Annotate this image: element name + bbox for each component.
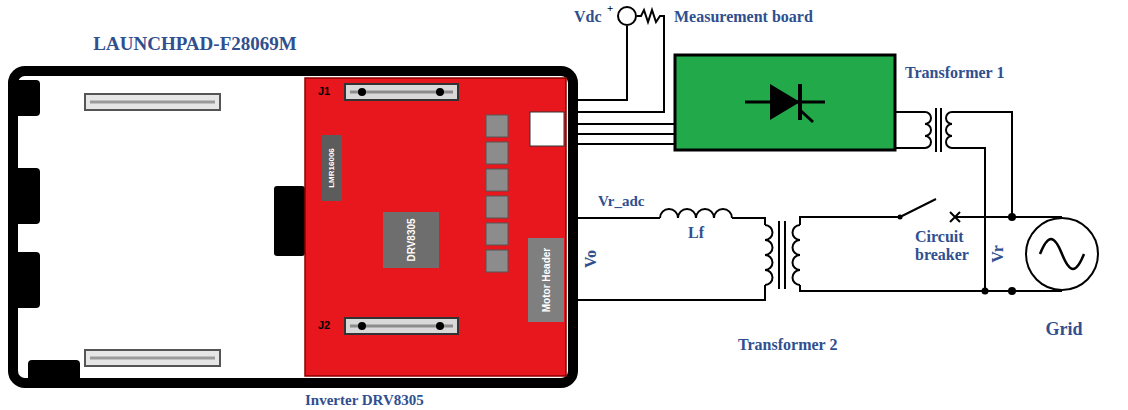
part-label: Transformer 2 bbox=[738, 336, 837, 354]
inverter-board-shape bbox=[436, 88, 444, 96]
board-title: Inverter DRV8305 bbox=[305, 392, 424, 409]
inverter-board-shape bbox=[358, 88, 366, 96]
signal-label: Vr bbox=[989, 245, 1007, 262]
junction-dot bbox=[1008, 287, 1016, 295]
connector-label: J2 bbox=[318, 319, 330, 331]
junction-dot bbox=[898, 213, 1017, 295]
chip-label: LMR16006 bbox=[328, 148, 337, 188]
pin-header: J2 bbox=[345, 318, 458, 334]
signal-label: Vr_adc bbox=[598, 193, 644, 210]
wire bbox=[578, 217, 660, 219]
transformer-symbol bbox=[925, 112, 931, 148]
signal-label: Vo bbox=[582, 250, 600, 268]
breaker-symbol bbox=[950, 212, 960, 222]
motor-header: Motor Header bbox=[528, 238, 564, 322]
node-label: Grid bbox=[1032, 320, 1096, 340]
launchpad-board: LAUNCHPAD-F28069MInverter DRV8305J1LMR16… bbox=[8, 66, 578, 388]
inverter-board-shape bbox=[486, 223, 508, 245]
board-title: LAUNCHPAD-F28069M bbox=[20, 34, 370, 55]
transformer-symbol bbox=[940, 108, 942, 152]
launchpad-board-outline bbox=[274, 186, 305, 256]
sine-symbol bbox=[1040, 239, 1084, 269]
rectifier-box bbox=[800, 110, 813, 122]
wire bbox=[578, 10, 1062, 300]
transformer-symbol bbox=[778, 221, 780, 289]
pin-header-strip bbox=[85, 94, 220, 110]
inverter-board-shape bbox=[345, 84, 458, 100]
junction-dot bbox=[982, 288, 989, 295]
inverter-board-shape bbox=[486, 196, 508, 218]
inverter-board-shape bbox=[486, 250, 508, 272]
rectifier-box bbox=[770, 84, 800, 120]
inductor-symbol bbox=[660, 209, 732, 218]
inverter-board-shape bbox=[486, 115, 508, 137]
launchpad-board-outline bbox=[28, 360, 80, 388]
wire bbox=[895, 147, 925, 149]
rectifier-box bbox=[675, 55, 895, 150]
launchpad-board-outline bbox=[13, 71, 573, 383]
inverter-board-shape bbox=[530, 112, 564, 146]
wire bbox=[732, 218, 765, 225]
junction-dot bbox=[1008, 213, 1016, 221]
sine-symbol bbox=[1040, 239, 1084, 269]
signal-label: Vdc bbox=[574, 8, 602, 26]
voltmeter-circle: Measurement board bbox=[617, 6, 637, 26]
wire bbox=[895, 111, 925, 113]
polarity-mark: + bbox=[607, 2, 613, 14]
breaker-symbol bbox=[900, 199, 960, 222]
transformer-symbol bbox=[946, 112, 952, 148]
wire bbox=[800, 217, 900, 225]
transformer-symbol bbox=[793, 225, 800, 285]
wire bbox=[578, 285, 765, 300]
wire bbox=[578, 123, 675, 125]
driver-chip: DRV8305 bbox=[383, 212, 439, 268]
grid-source: Grid bbox=[1025, 217, 1099, 291]
header-label: Motor Header bbox=[541, 248, 552, 312]
pin-header-strip bbox=[85, 94, 220, 366]
transformer-symbol bbox=[784, 221, 786, 289]
pin-header: J1 bbox=[345, 84, 458, 100]
launchpad-board-outline bbox=[8, 80, 40, 116]
breaker-symbol bbox=[900, 199, 936, 217]
inverter-board-shape bbox=[358, 322, 366, 330]
wire bbox=[800, 285, 1062, 291]
rectifier-box bbox=[798, 84, 802, 120]
node-label: Measurement board bbox=[674, 8, 813, 26]
rectifier-box bbox=[675, 55, 895, 150]
transformer-symbol bbox=[765, 225, 773, 285]
pin-header-strip bbox=[85, 350, 220, 366]
wire bbox=[578, 143, 675, 145]
part-label: Circuit breaker bbox=[915, 228, 979, 263]
wire bbox=[952, 112, 1012, 217]
connector-label: J1 bbox=[318, 85, 330, 97]
regulator-chip: LMR16006 bbox=[322, 135, 342, 201]
wire bbox=[578, 133, 675, 135]
launchpad-board-outline bbox=[8, 168, 40, 224]
pin-header-strip bbox=[90, 101, 215, 104]
inverter-board-shape bbox=[305, 78, 566, 376]
inductor-symbol bbox=[660, 209, 732, 218]
junction-dot bbox=[898, 215, 903, 220]
inverter-board-shape bbox=[345, 318, 458, 334]
inverter-board-shape bbox=[486, 142, 508, 164]
launchpad-board-outline bbox=[8, 71, 573, 388]
wire-connector bbox=[578, 26, 627, 100]
transformer-symbol bbox=[935, 108, 937, 152]
chip-label: DRV8305 bbox=[406, 218, 417, 261]
pin-header-strip bbox=[90, 357, 215, 360]
part-label: Transformer 1 bbox=[905, 64, 1004, 82]
inverter-board-shape bbox=[486, 169, 508, 191]
launchpad-board-outline bbox=[8, 252, 40, 308]
wire bbox=[578, 10, 664, 112]
inverter-board-shape bbox=[436, 322, 444, 330]
inverter-board: Inverter DRV8305J1LMR16006DRV8305Motor H… bbox=[305, 78, 566, 376]
inverter-board-shape bbox=[305, 78, 566, 376]
part-label: Lf bbox=[688, 224, 704, 242]
